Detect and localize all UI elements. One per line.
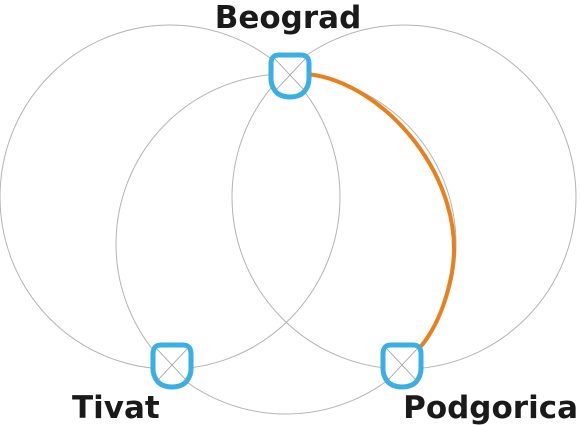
node-cross-line <box>156 348 188 382</box>
city-label-tivat: Tivat <box>72 390 160 426</box>
city-node-podgorica[interactable] <box>380 342 424 390</box>
city-label-podgorica: Podgorica <box>403 390 578 426</box>
node-cross-line <box>386 348 418 382</box>
node-outline <box>380 342 424 390</box>
node-cross-line <box>274 58 306 92</box>
node-outline <box>150 342 194 390</box>
route-beograd-podgorica[interactable] <box>305 72 456 354</box>
city-node-tivat[interactable] <box>150 342 194 390</box>
city-label-beograd: Beograd <box>215 0 362 36</box>
node-outline <box>268 52 312 100</box>
city-node-beograd[interactable] <box>268 52 312 100</box>
